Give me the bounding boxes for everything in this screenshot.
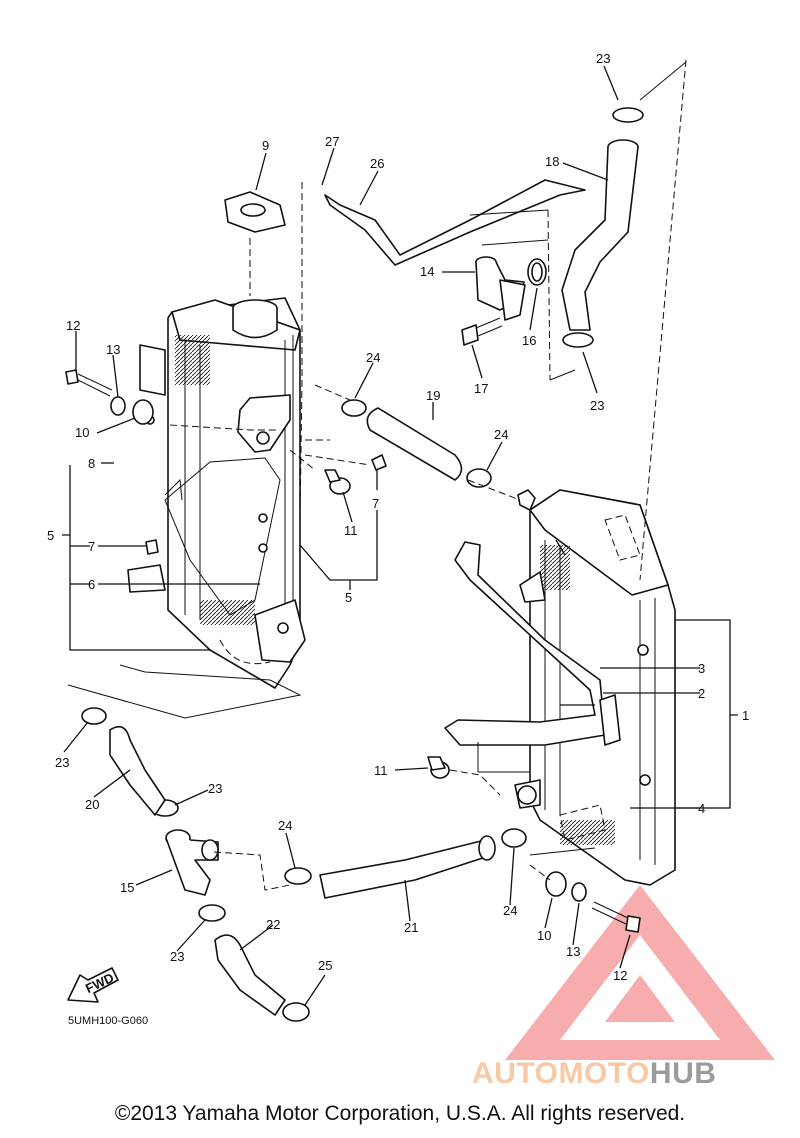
callout-23: 23: [208, 781, 222, 796]
callout-10: 10: [537, 928, 551, 943]
fwd-arrow-icon: [67, 967, 119, 1003]
callout-7: 7: [88, 539, 95, 554]
leader-lines: [62, 65, 738, 1006]
callout-3: 3: [698, 661, 705, 676]
callout-1: 1: [742, 708, 749, 723]
callout-5: 5: [345, 590, 352, 605]
right-radiator: [444, 489, 676, 886]
callout-25: 25: [318, 958, 332, 973]
callout-13: 13: [566, 944, 580, 959]
watermark-logo: [505, 885, 775, 1060]
callout-12: 12: [66, 318, 80, 333]
hose-19-part: [366, 407, 463, 481]
hose-18-part: [561, 139, 639, 331]
hose-22-part: [214, 934, 286, 1016]
callout-26: 26: [370, 156, 384, 171]
collar-11-part: [324, 469, 450, 779]
fwd-label: FWD: [83, 970, 116, 996]
hose-21-part: [319, 835, 496, 899]
callout-11: 11: [374, 763, 388, 778]
watermark-brand: AUTOMOTOHUB: [472, 1057, 716, 1091]
left-radiator: [127, 297, 306, 689]
callout-18: 18: [545, 154, 559, 169]
watermark-suffix: HUB: [649, 1057, 717, 1090]
radiator-cap-part: [224, 191, 286, 233]
watermark-prefix: AUTOMOTO: [472, 1057, 650, 1090]
callout-10: 10: [75, 425, 89, 440]
fitting-14-part: [475, 256, 547, 321]
callout-5: 5: [47, 528, 54, 543]
hose-20-part: [109, 725, 166, 816]
callout-24: 24: [366, 350, 380, 365]
callout-23: 23: [596, 51, 610, 66]
callout-22: 22: [266, 917, 280, 932]
copyright-text: ©2013 Yamaha Motor Corporation, U.S.A. A…: [114, 1102, 686, 1125]
callout-24: 24: [494, 427, 508, 442]
callout-24: 24: [503, 903, 517, 918]
callout-27: 27: [325, 134, 339, 149]
callout-16: 16: [522, 333, 536, 348]
callout-21: 21: [404, 920, 418, 935]
callout-19: 19: [426, 388, 440, 403]
callout-13: 13: [106, 342, 120, 357]
callout-2: 2: [698, 686, 705, 701]
callout-8: 8: [88, 456, 95, 471]
callout-6: 6: [88, 577, 95, 592]
callout-11: 11: [344, 523, 358, 538]
callout-23: 23: [590, 398, 604, 413]
callout-23: 23: [55, 755, 69, 770]
callout-12: 12: [613, 968, 627, 983]
bolt-12-part: [65, 369, 641, 933]
screw-7-part: [145, 454, 387, 555]
diagram-code: 5UMH100-G060: [68, 1015, 149, 1027]
callout-7: 7: [372, 496, 379, 511]
callout-4: 4: [698, 801, 705, 816]
callout-15: 15: [120, 880, 134, 895]
grommet-part: [110, 396, 587, 902]
hose-26-part: [324, 179, 586, 266]
bolt-17-part: [461, 317, 503, 346]
callout-20: 20: [85, 797, 99, 812]
callout-23: 23: [170, 949, 184, 964]
callout-9: 9: [262, 138, 269, 153]
callout-labels: 23 9 27 26 18 14 16 17 23 12 13 10 24 19…: [47, 51, 749, 983]
callout-17: 17: [474, 381, 488, 396]
callout-24: 24: [278, 818, 292, 833]
assembly-lines: [67, 59, 687, 891]
callout-14: 14: [420, 264, 434, 279]
joint-15-part: [165, 829, 219, 896]
